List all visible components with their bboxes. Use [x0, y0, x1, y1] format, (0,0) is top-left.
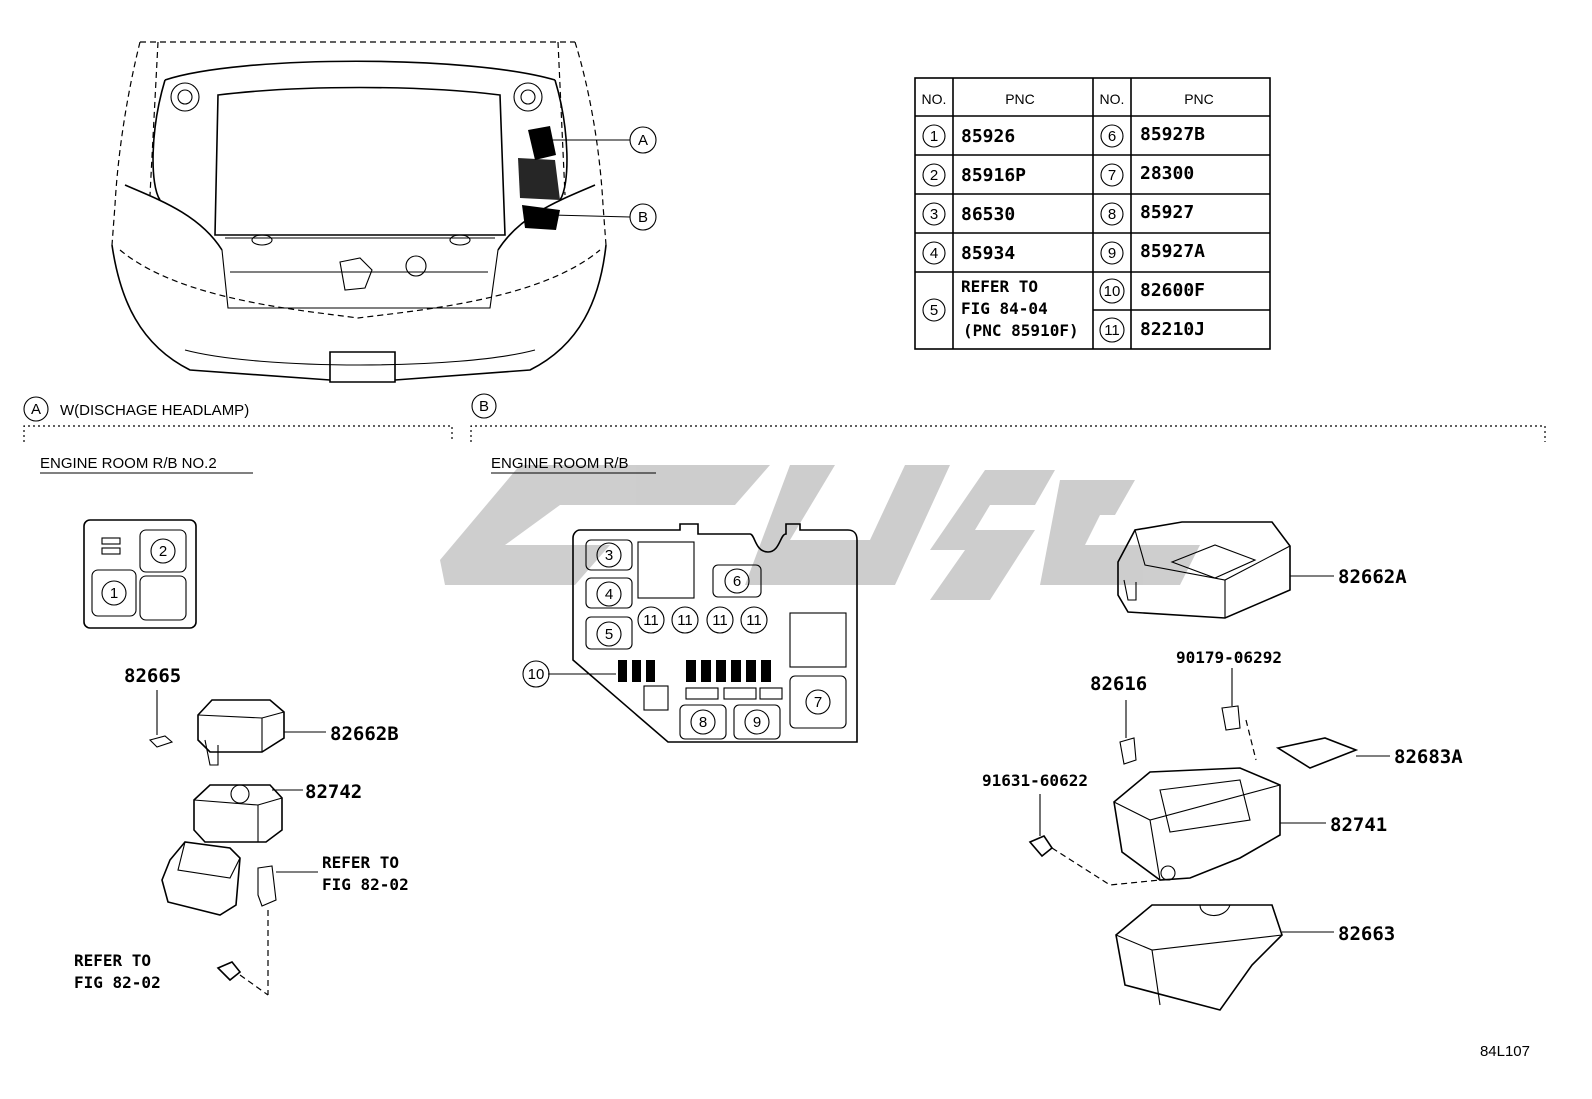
part-82616: 82616: [1090, 673, 1147, 695]
panel-b-num: 11: [746, 612, 762, 629]
section-a-marker: A: [31, 401, 41, 418]
panel-b-num: 4: [605, 586, 613, 603]
refer-to-label: REFER TO: [74, 951, 151, 970]
table-no: 1: [930, 128, 938, 145]
pnc-table: [914, 77, 1271, 350]
section-a-subtitle: ENGINE ROOM R/B NO.2: [40, 455, 217, 472]
refer-to-fig: FIG 82-02: [74, 973, 161, 992]
callout-b: B: [638, 209, 648, 226]
table-no-circle: [922, 202, 946, 226]
table-pnc: 85927A: [1140, 241, 1205, 262]
table-no-circle: [922, 163, 946, 187]
panel-b-num: 11: [643, 612, 659, 629]
table-no: 9: [1108, 245, 1116, 262]
refer-to-fig: FIG 82-02: [322, 875, 409, 894]
table-no-circle: [1100, 124, 1124, 148]
panel-b-num: 6: [733, 573, 741, 590]
table-pnc: 28300: [1140, 163, 1194, 184]
right-exploded-parts: [1028, 521, 1390, 1011]
callout-a: A: [638, 132, 648, 149]
table-pnc: 86530: [961, 204, 1015, 225]
table-no: 8: [1108, 206, 1116, 223]
part-82683A: 82683A: [1394, 746, 1463, 768]
section-a-title: W(DISCHAGE HEADLAMP): [60, 402, 249, 419]
figure-code: 84L107: [1480, 1043, 1530, 1060]
section-b-marker: B: [479, 398, 489, 415]
callout-b-circle: [629, 203, 657, 231]
table-no: 11: [1104, 322, 1120, 339]
table-no: 2: [930, 167, 938, 184]
left-exploded-parts: [148, 690, 326, 996]
part-82665: 82665: [124, 665, 181, 687]
table-no-circle: [1099, 278, 1125, 304]
section-b-subtitle: ENGINE ROOM R/B: [491, 455, 629, 472]
table-no: 5: [930, 302, 938, 319]
part-82662A: 82662A: [1338, 566, 1407, 588]
table-header-no: NO.: [922, 91, 947, 107]
rb-layout: [548, 523, 858, 743]
refer-to-label: REFER TO: [322, 853, 399, 872]
panel-b-num: 8: [699, 714, 707, 731]
table-no: 4: [930, 245, 938, 262]
car-illustration: [111, 41, 631, 383]
panel-b-num: 3: [605, 547, 613, 564]
part-90179-06292: 90179-06292: [1176, 648, 1282, 667]
table-header-no: NO.: [1100, 91, 1125, 107]
panel-b-num: 7: [814, 694, 822, 711]
panel-b-num: 11: [712, 612, 728, 629]
table-pnc: 85927: [1140, 202, 1194, 223]
table-no: 6: [1108, 128, 1116, 145]
callout-a-circle: [629, 126, 657, 154]
table-header-pnc: PNC: [1005, 91, 1035, 107]
table-pnc: 82600F: [1140, 280, 1205, 301]
panel-a-num: 2: [159, 543, 167, 560]
part-82741: 82741: [1330, 814, 1387, 836]
table-pnc: 85916P: [961, 165, 1026, 186]
section-a-bracket: [23, 425, 453, 442]
table-no-circle: [1099, 317, 1125, 343]
part-82663: 82663: [1338, 923, 1395, 945]
panel-b-num: 9: [753, 714, 761, 731]
rb-no2-layout: [83, 519, 197, 629]
part-91631-60622: 91631-60622: [982, 771, 1088, 790]
table-pnc: 85934: [961, 243, 1015, 264]
table-pnc: 85927B: [1140, 124, 1205, 145]
panel-b-num: 10: [528, 666, 545, 683]
panel-b-num: 11: [677, 612, 693, 629]
table-no-circle: [922, 124, 946, 148]
table-header-pnc: PNC: [1184, 91, 1214, 107]
table-no: 7: [1108, 167, 1116, 184]
part-82742: 82742: [305, 781, 362, 803]
table-refer-line3: (PNC 85910F): [963, 321, 1079, 340]
table-no: 10: [1104, 283, 1121, 300]
table-no-circle: [1100, 241, 1124, 265]
table-pnc: 82210J: [1140, 319, 1205, 340]
panel-a-num: 1: [110, 585, 118, 602]
panel-b-num: 5: [605, 626, 613, 643]
table-refer-line2: FIG 84-04: [961, 299, 1048, 318]
table-refer-line1: REFER TO: [961, 277, 1038, 296]
table-no-circle: [1100, 202, 1124, 226]
table-no-circle: [922, 241, 946, 265]
table-no-circle: [922, 298, 946, 322]
watermark-logo: [440, 465, 1200, 600]
section-b-bracket: [470, 425, 1546, 442]
section-a-marker-circle: [23, 396, 49, 422]
table-pnc: 85926: [961, 126, 1015, 147]
table-no-circle: [1100, 163, 1124, 187]
section-b-marker-circle: [471, 393, 497, 419]
table-no: 3: [930, 206, 938, 223]
part-82662B: 82662B: [330, 723, 399, 745]
